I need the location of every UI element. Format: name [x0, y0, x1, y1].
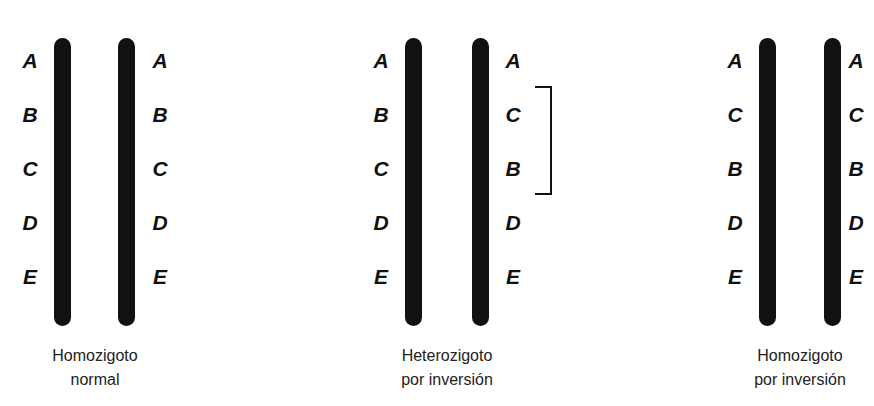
- gene-letter: B: [727, 158, 742, 179]
- gene-letter: B: [373, 104, 388, 125]
- chromosome-bar: [824, 38, 841, 326]
- gene-letter: A: [373, 50, 388, 71]
- gene-letter: A: [22, 50, 37, 71]
- gene-letter: C: [22, 158, 37, 179]
- caption-label: Homozigoto por inversión: [745, 344, 855, 392]
- chromosome-bar: [54, 38, 71, 326]
- gene-letter: B: [22, 104, 37, 125]
- chromosome-bar: [405, 38, 422, 326]
- chromosome-bar: [472, 38, 489, 326]
- gene-letter: E: [506, 266, 520, 287]
- chromosome-bar: [759, 38, 776, 326]
- caption-label: Heterozigoto por inversión: [392, 344, 502, 392]
- gene-letter: B: [152, 104, 167, 125]
- gene-letter: E: [849, 266, 863, 287]
- gene-letter: A: [848, 50, 863, 71]
- gene-letter: D: [152, 212, 167, 233]
- gene-letter: A: [727, 50, 742, 71]
- gene-letter: C: [152, 158, 167, 179]
- inversion-bracket: [535, 87, 551, 194]
- gene-letter: E: [728, 266, 742, 287]
- gene-letter: D: [727, 212, 742, 233]
- gene-letter: E: [23, 266, 37, 287]
- gene-letter: C: [505, 104, 520, 125]
- caption-label: Homozigoto normal: [40, 344, 150, 392]
- gene-letter: D: [848, 212, 863, 233]
- gene-letter: E: [153, 266, 167, 287]
- gene-letter: B: [505, 158, 520, 179]
- gene-letter: D: [22, 212, 37, 233]
- gene-letter: A: [505, 50, 520, 71]
- gene-letter: C: [848, 104, 863, 125]
- chromosome-bar: [118, 38, 135, 326]
- gene-letter: A: [152, 50, 167, 71]
- gene-letter: D: [505, 212, 520, 233]
- gene-letter: B: [848, 158, 863, 179]
- gene-letter: E: [374, 266, 388, 287]
- gene-letter: C: [373, 158, 388, 179]
- gene-letter: C: [727, 104, 742, 125]
- gene-letter: D: [373, 212, 388, 233]
